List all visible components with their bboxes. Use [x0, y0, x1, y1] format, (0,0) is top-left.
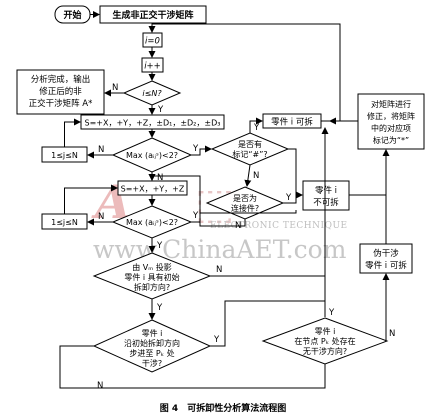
cond-vm-line-2: 零件 i 具有初始 — [124, 272, 179, 282]
generate-matrix-label: 生成非正交干涉矩阵 — [112, 9, 193, 21]
fix-matrix-line-1: 对矩阵进行 — [371, 99, 411, 109]
label-n-connector: N — [235, 221, 241, 231]
label-y-advance: Y — [213, 335, 220, 345]
output-line-1: 分析完成，输出 — [31, 74, 91, 85]
fix-matrix-box — [357, 93, 425, 150]
cond-connector-line-1: 是否为 — [233, 193, 257, 203]
cond-advance-line-1: 零件 i — [142, 328, 163, 338]
label-n-max1: N — [98, 145, 104, 155]
cond-pk-line-3: 无干涉方向? — [303, 346, 347, 356]
cond-i-label: i≤N? — [142, 89, 162, 98]
cond-connector-line-2: 连接件? — [231, 203, 259, 213]
label-n-max2: N — [98, 212, 104, 222]
cond-advance-line-4: 干涉? — [142, 358, 162, 368]
cond-mark-line-1: 是否有 — [238, 139, 262, 149]
cond-advance-line-3: 步进至 Pₖ 处 — [129, 348, 174, 358]
connectors — [59, 11, 390, 389]
cond-advance-line-2: 沿初始拆卸方向 — [124, 338, 180, 348]
cond-max2-label: Max (aᵢⱼˢ)<2? — [126, 218, 178, 227]
set-s-full-label: S=+X，+Y，+Z，±D₁，±D₂，±D₃ — [85, 119, 221, 128]
cond-vm-line-3: 拆卸方向? — [134, 282, 170, 292]
fix-matrix-line-3: 中的对应项 — [371, 123, 411, 133]
watermark-subtitle: ELECTRONIC TECHNIQUE — [210, 221, 348, 231]
pseudo-removable-line-2: 零件 i 可拆 — [365, 260, 407, 271]
output-box — [16, 69, 105, 115]
not-removable-line-1: 零件 i — [315, 185, 337, 196]
label-n-mark: N — [253, 171, 259, 181]
label-y-vm: Y — [156, 303, 163, 313]
cond-max1-label: Max (aᵢⱼˢ)<2? — [126, 151, 178, 160]
cond-pk-line-2: 在节点 Pₖ 处存在 — [294, 336, 355, 346]
cond-vm-line-1: 由 Vₘ 投影 — [132, 262, 172, 272]
label-n-advance: N — [97, 381, 103, 391]
start-label: 开始 — [63, 9, 81, 21]
init-i-label: i=0 — [145, 37, 160, 47]
watermark-text: www.ChinaAET.com — [93, 235, 347, 264]
not-removable-line-2: 不可拆 — [313, 197, 339, 208]
cond-advance-diamond — [92, 319, 212, 373]
figure-caption: 图 4 可拆卸性分析算法流程图 — [160, 402, 286, 414]
loop-j2-label: 1≤j≤N — [51, 218, 78, 227]
loop-j1-label: 1≤j≤N — [51, 151, 78, 160]
output-line-2: 修正后的非 — [39, 86, 82, 97]
set-s-xyz-label: S=+X，+Y，+Z — [121, 185, 185, 194]
label-y-max2: Y — [192, 211, 199, 221]
label-y-max1: Y — [192, 144, 199, 154]
pseudo-removable-box — [359, 243, 413, 274]
removable-top-label: 零件 i 可拆 — [271, 117, 313, 128]
label-y-connector: Y — [285, 193, 292, 203]
fix-matrix-line-2: 修正，将矩阵 — [367, 111, 415, 121]
cond-mark-diamond — [210, 132, 290, 166]
label-y-mark: Y — [253, 123, 260, 133]
cond-mark-line-2: 标记“#”? — [232, 149, 267, 159]
label-y-pk: Y — [328, 308, 335, 318]
label-y-cond-i: Y — [157, 105, 164, 115]
output-line-3: 正交干涉矩阵 A* — [29, 98, 93, 109]
label-n-max1-down: N — [157, 173, 163, 183]
fix-matrix-line-4: 标记为“*” — [373, 135, 409, 145]
label-n-pk: N — [389, 329, 395, 339]
label-n-vm: N — [216, 265, 222, 275]
label-n-cond-i: N — [112, 83, 118, 93]
inc-i-label: i++ — [144, 62, 161, 72]
generate-matrix-box — [99, 5, 207, 24]
cond-pk-line-1: 零件 i — [315, 326, 336, 336]
label-y-max2-down: Y — [156, 241, 163, 251]
not-removable-box — [302, 180, 350, 211]
pseudo-removable-line-1: 伪干涉 — [373, 248, 399, 259]
